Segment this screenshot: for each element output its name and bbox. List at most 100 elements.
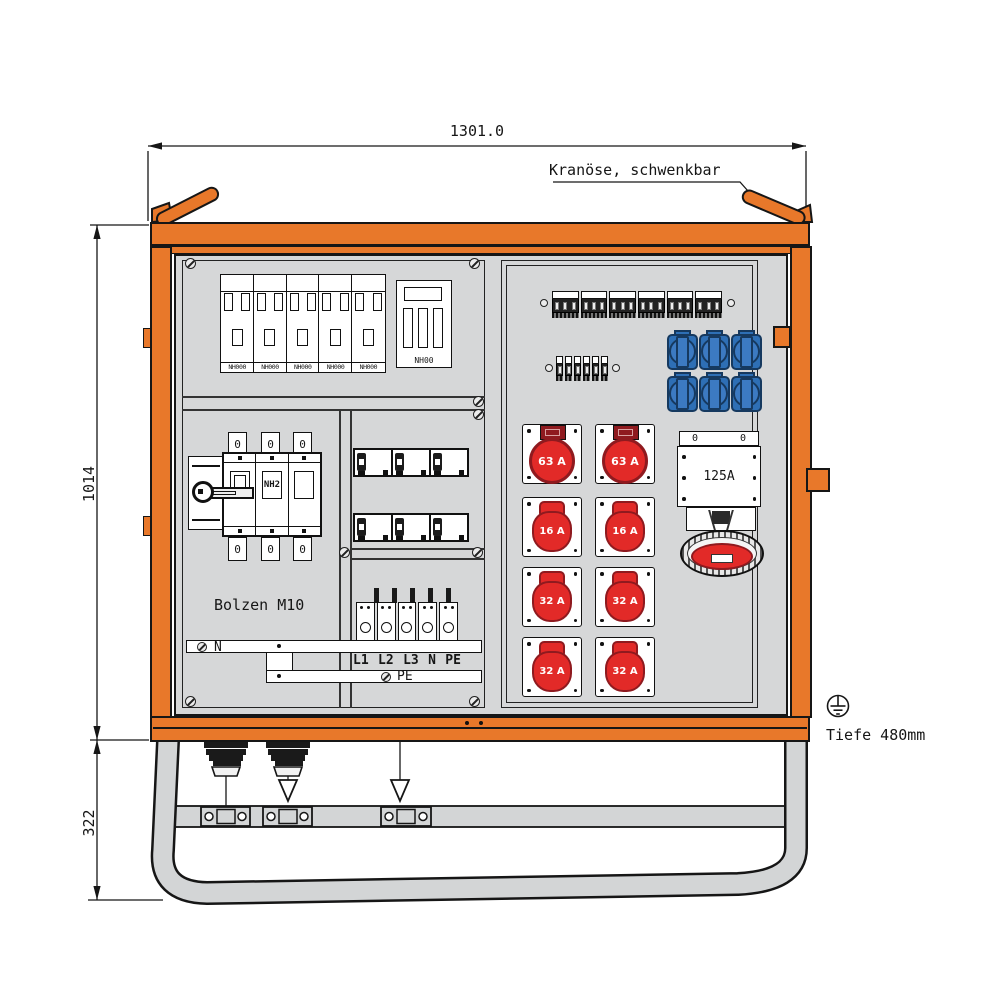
bracket-block xyxy=(712,511,730,524)
amperage-label: 63 A xyxy=(538,454,566,468)
socket-face: 63 A xyxy=(602,438,648,484)
mcb-toggle xyxy=(602,365,607,374)
cee-socket-63a: 63 A xyxy=(595,424,655,484)
mcb-base xyxy=(592,376,599,381)
terminal-block xyxy=(376,602,396,652)
breaker-module xyxy=(429,513,469,542)
breaker-module xyxy=(391,448,431,477)
busbar-pin xyxy=(374,588,379,603)
switch-handle-knob xyxy=(192,481,214,503)
socket-slot xyxy=(711,554,733,563)
nh000-unit: NH000 xyxy=(351,274,386,373)
mcb-toggle xyxy=(557,365,562,374)
nh000-label: NH000 xyxy=(319,362,352,372)
crane-leader-line xyxy=(553,181,749,192)
bottom-bar-seam xyxy=(153,727,807,729)
breaker-foot xyxy=(434,471,441,475)
schuko-socket xyxy=(699,330,730,370)
schuko-socket xyxy=(667,330,698,370)
cee-socket-32a: 32 A xyxy=(522,567,582,627)
busbar-pin xyxy=(410,588,415,603)
mcb-base xyxy=(552,313,579,318)
panel-divider xyxy=(339,409,341,708)
nh00-label: NH00 xyxy=(414,356,434,365)
schuko-socket xyxy=(731,372,762,412)
fuse-window xyxy=(231,328,243,346)
nh00-fuse-base: NH00 xyxy=(396,280,452,368)
arrowhead-icon xyxy=(93,740,101,754)
crane-eye-right xyxy=(741,189,806,226)
breaker-toggle xyxy=(433,518,442,536)
cabinet-left-post xyxy=(150,246,172,718)
pole-contact xyxy=(256,454,288,463)
breaker-foot xyxy=(421,535,426,540)
nh000-unit: NH000 xyxy=(252,274,288,373)
cee-socket-63a: 63 A xyxy=(522,424,582,484)
nh000-label: NH000 xyxy=(286,362,319,372)
mcb-toggle xyxy=(714,301,719,310)
socket-face: 32 A xyxy=(605,651,645,692)
terminal-screw xyxy=(380,621,392,633)
width-dimension-label: 1301.0 xyxy=(449,122,505,140)
fuse-contact xyxy=(289,293,299,311)
mcb-label-cap xyxy=(556,356,563,364)
fuse-contact xyxy=(339,293,349,311)
down-arrow-icon xyxy=(277,779,299,804)
screw-icon xyxy=(540,299,548,307)
screw-dot xyxy=(479,721,483,725)
crane-eye-label: Kranöse, schwenkbar xyxy=(549,161,721,179)
nh000-unit: NH000 xyxy=(318,274,353,373)
mcb-toggle xyxy=(563,301,568,310)
mcb-3pole xyxy=(609,291,637,318)
screw-icon xyxy=(339,547,350,558)
pole-contact xyxy=(224,526,256,535)
mcb-label-cap xyxy=(574,356,581,364)
socket-face: 32 A xyxy=(605,581,645,622)
mcb-base xyxy=(695,313,723,318)
mcb-label-cap xyxy=(638,291,665,299)
terminal-labels: L1 L2 L3 N PE xyxy=(353,653,461,668)
socket-lid-handle xyxy=(676,378,689,410)
switch-terminal: 0 xyxy=(261,432,280,456)
nh000-label: NH000 xyxy=(253,362,287,372)
mcb-toggle xyxy=(657,301,662,310)
busbar-pin xyxy=(392,588,397,603)
breaker-foot xyxy=(459,470,464,475)
screw-icon xyxy=(185,696,196,707)
fuse-contact xyxy=(372,293,382,311)
arrowhead-icon xyxy=(93,886,101,900)
schuko-socket xyxy=(667,372,698,412)
panel-divider xyxy=(182,396,485,398)
fuse-contact xyxy=(355,293,365,311)
stand-height-dimension-label: 322 xyxy=(80,809,98,837)
fuse-contact xyxy=(241,293,251,311)
panel-divider xyxy=(350,558,485,560)
n-busbar-label: N xyxy=(214,640,222,655)
door-handle xyxy=(806,468,830,492)
mcb-label-cap xyxy=(580,291,608,299)
mcb-toggle xyxy=(571,301,576,310)
mcb-base xyxy=(574,376,581,381)
depth-label: Tiefe 480mm xyxy=(826,726,926,744)
fuse-top-band xyxy=(286,275,319,292)
mcb-base xyxy=(556,376,563,381)
fuse-contact xyxy=(224,293,233,311)
schuko-socket xyxy=(699,372,730,412)
socket-lid-handle xyxy=(740,336,753,368)
mcb-label-cap xyxy=(609,291,637,299)
breaker-foot xyxy=(434,536,441,540)
breaker-toggle xyxy=(433,453,442,471)
mcb-toggle xyxy=(620,301,625,310)
socket-face: 32 A xyxy=(532,581,572,622)
breaker-module xyxy=(429,448,469,477)
cabinet-top-bar xyxy=(150,222,810,246)
fuse-blade xyxy=(403,308,413,348)
cee-socket-32a: 32 A xyxy=(595,567,655,627)
socket-face: 63 A xyxy=(529,438,575,484)
fuse-window xyxy=(297,328,309,346)
breaker-foot xyxy=(459,535,464,540)
switch-pole xyxy=(288,454,320,535)
rail-clamp xyxy=(262,806,313,827)
mcb-toggle xyxy=(686,301,691,310)
